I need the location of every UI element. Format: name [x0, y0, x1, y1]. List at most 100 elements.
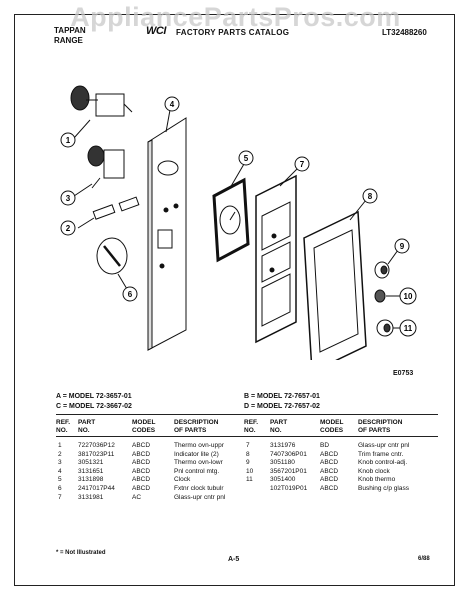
header-ref: REF. NO. — [244, 419, 258, 435]
header-ref: REF. NO. — [56, 419, 70, 435]
header-ref-text: REF. NO. — [56, 419, 71, 434]
model-list-right: B = MODEL 72-7657-01 D = MODEL 72-7657-0… — [244, 392, 320, 412]
cell-part: 7407306P01 — [270, 450, 307, 458]
header-codes-text: MODEL CODES — [132, 419, 156, 434]
table-top-rule — [56, 414, 438, 415]
watermark: AppliancePartsPros.com — [70, 2, 401, 32]
cell-ref: 6 — [58, 485, 62, 492]
callouts: 1 2 3 4 5 6 7 8 9 10 11 — [60, 96, 417, 337]
cell-ref: 3 — [58, 459, 62, 467]
cell-desc: Clock — [174, 476, 191, 484]
part-1-thermostat — [70, 85, 133, 117]
part-7-glass-panel — [255, 174, 297, 344]
cell-desc: Fxtnr clock tubulr — [174, 485, 224, 492]
brand-line-2: RANGE — [54, 36, 83, 45]
catalog-title: FACTORY PARTS CATALOG — [176, 28, 290, 37]
cell-codes: ABCD — [132, 476, 151, 484]
model-line: A = MODEL 72-3657-01 — [56, 393, 132, 400]
cell-ref: 7 — [246, 442, 250, 449]
header-codes: MODEL CODES — [132, 419, 155, 435]
header-desc: DESCRIPTION OF PARTS — [358, 419, 402, 435]
cell-part: 3131651 — [78, 467, 104, 475]
cell-codes: ABCD — [132, 442, 151, 449]
cell-ref: 4 — [58, 467, 62, 475]
callout-5: 5 — [244, 154, 249, 163]
cell-codes: ABCD — [320, 459, 339, 467]
cell-desc: Knob thermo — [358, 476, 396, 484]
cell-part: 3817023P11 — [78, 450, 115, 458]
cell-ref: 10 — [246, 467, 254, 475]
cell-ref: 2 — [58, 450, 62, 458]
callout-3: 3 — [66, 194, 71, 203]
cell-desc: Glass-upr cntr pnl — [174, 493, 226, 501]
model-list-left: A = MODEL 72-3657-01 C = MODEL 72-3667-0… — [56, 392, 132, 412]
header-desc-text: DESCRIPTION OF PARTS — [358, 419, 403, 434]
page-border — [14, 14, 455, 586]
cell-codes: ABCD — [320, 476, 339, 484]
cell-codes: ABCD — [320, 485, 339, 492]
cell-part: 3051321 — [78, 459, 104, 467]
cell-desc: Thermo ovn-uppr — [174, 442, 224, 449]
cell-codes: ABCD — [320, 467, 339, 475]
cell-part: 3131976 — [270, 442, 296, 449]
brand-line-1: TAPPAN — [54, 26, 86, 35]
header-desc: DESCRIPTION OF PARTS — [174, 419, 218, 435]
cell-ref: 11 — [246, 476, 253, 484]
header-ref-text: REF. NO. — [244, 419, 259, 434]
cell-part: 3051180 — [270, 459, 295, 467]
cell-desc: Knob clock — [358, 467, 390, 475]
cell-desc: Knob control-adj. — [358, 459, 408, 467]
callout-6: 6 — [128, 290, 133, 299]
brand-block: TAPPAN RANGE — [54, 26, 86, 46]
cell-desc: Glass-upr cntr pnl — [358, 442, 410, 449]
header-part-text: PART NO. — [270, 419, 288, 434]
part-9-knob — [374, 261, 390, 279]
cell-desc: Thermo ovn-lowr — [174, 459, 223, 467]
wci-logo: WCI — [146, 25, 166, 37]
cell-codes: ABCD — [132, 467, 151, 475]
exploded-parts-diagram: 1 2 3 4 5 6 7 8 9 10 11 — [60, 85, 417, 360]
cell-desc: Pnl control mtg. — [174, 467, 220, 475]
cell-codes: ABCD — [132, 485, 151, 492]
header-codes-text: MODEL CODES — [320, 419, 344, 434]
catalog-date: 6/88 — [418, 556, 430, 562]
callout-11: 11 — [404, 324, 413, 333]
callout-7: 7 — [300, 160, 305, 169]
cell-desc: Trim frame cntr. — [358, 450, 404, 458]
part-6-clock-fastener — [96, 237, 128, 275]
callout-10: 10 — [404, 292, 413, 301]
callout-4: 4 — [170, 100, 175, 109]
callout-2: 2 — [66, 224, 71, 233]
model-line: C = MODEL 72-3667-02 — [56, 403, 132, 410]
part-11-knob — [376, 319, 394, 337]
cell-codes: BD — [320, 442, 330, 449]
cell-ref: 5 — [58, 476, 62, 484]
callout-1: 1 — [66, 136, 71, 145]
footnote: * = Not Illustrated — [56, 550, 106, 556]
cell-part: 3567201P01 — [270, 467, 307, 475]
model-line: D = MODEL 72-7657-02 — [244, 403, 320, 410]
cell-codes: ABCD — [320, 450, 339, 458]
model-line: B = MODEL 72-7657-01 — [244, 393, 320, 400]
cell-desc: Bushing c/p glass — [358, 485, 409, 492]
callout-9: 9 — [400, 242, 405, 251]
cell-ref: 9 — [246, 459, 250, 467]
callout-8: 8 — [368, 192, 373, 201]
cell-part: 3131981 — [78, 493, 104, 501]
diagram-id: E0753 — [393, 370, 414, 377]
cell-desc: Indicator lite (2) — [174, 450, 219, 458]
cell-codes: ABCD — [132, 459, 151, 467]
cell-ref: 1 — [58, 442, 62, 449]
part-8-trim-frame — [303, 210, 367, 360]
header-desc-text: DESCRIPTION OF PARTS — [174, 419, 219, 434]
cell-part: 3131898 — [78, 476, 104, 484]
cell-ref: 8 — [246, 450, 250, 458]
header-part-text: PART NO. — [78, 419, 96, 434]
doc-number: LT32488260 — [382, 28, 427, 37]
cell-codes: ABCD — [132, 450, 151, 458]
cell-ref: 7 — [58, 493, 62, 501]
cell-part: 7227036P12 — [78, 442, 115, 449]
header-codes: MODEL CODES — [320, 419, 343, 435]
table-header-rule — [56, 436, 438, 437]
header-part: PART NO. — [78, 419, 95, 435]
